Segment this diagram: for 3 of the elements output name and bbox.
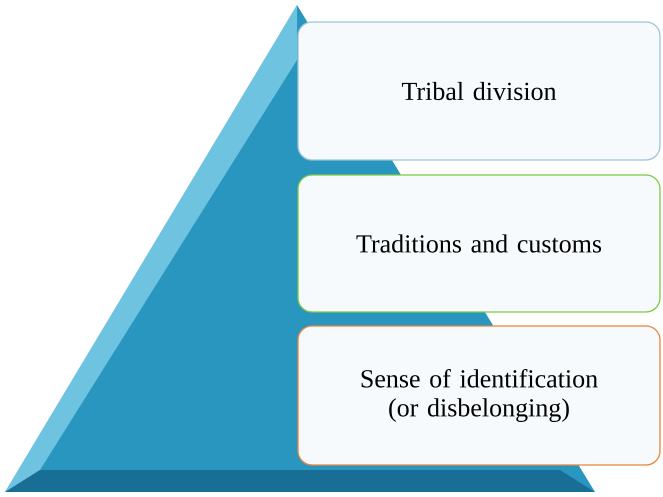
text-box: Traditions and customs — [297, 174, 661, 313]
text-box: Tribal division — [297, 21, 661, 161]
text-box: Sense of identification (or disbelonging) — [297, 325, 661, 466]
